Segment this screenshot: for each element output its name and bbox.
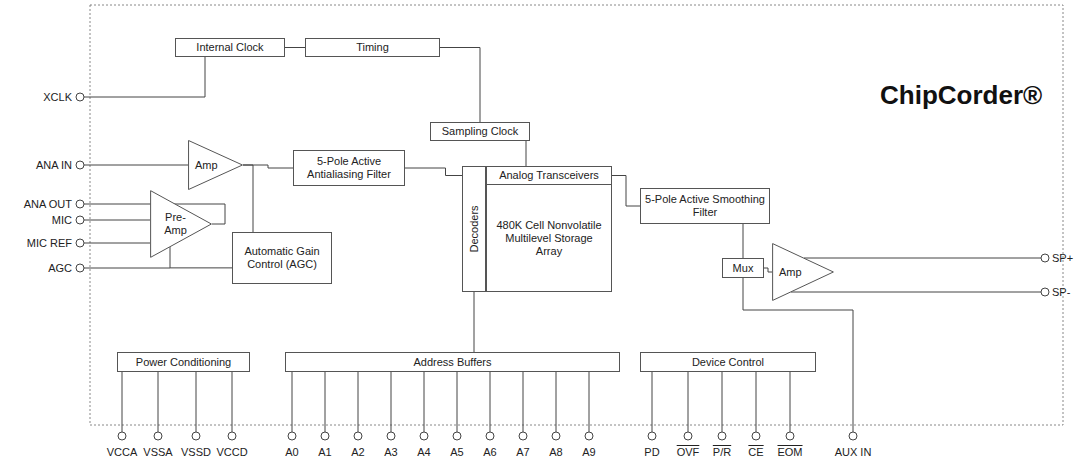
signal-line — [285, 47, 305, 48]
signal-line — [440, 48, 480, 123]
timing-box: Timing — [305, 38, 440, 57]
pin-name: A7 — [516, 446, 529, 459]
node-text: Address Buffers — [413, 356, 491, 369]
decoder-box: Decoders — [462, 166, 486, 292]
storage-array: 480K Cell Nonvolatile Multilevel Storage… — [486, 184, 612, 292]
pin-name: XCLK — [43, 91, 72, 104]
filter-box: 5-Pole Active Smoothing Filter — [640, 188, 770, 224]
pin-name: SP+ — [1052, 252, 1073, 265]
signal-line — [474, 292, 475, 352]
buffer-box: Address Buffers — [285, 352, 620, 372]
pin-name: A4 — [417, 446, 430, 459]
signal-line — [243, 165, 253, 232]
pin-name: A2 — [351, 446, 364, 459]
node-text: Automatic Gain Control (AGC) — [237, 245, 327, 271]
pin-name: VSSD — [181, 446, 211, 459]
pin-name: ANA OUT — [24, 198, 72, 211]
node-text: Sampling Clock — [442, 125, 518, 138]
node-text: Amp — [779, 266, 802, 279]
pin-name: A0 — [285, 446, 298, 459]
mux-box: Mux — [722, 258, 764, 278]
pin-name: MIC — [52, 214, 72, 227]
pin-name: P/R — [713, 446, 731, 459]
node-text: Mux — [733, 262, 754, 275]
clock-box: Internal Clock — [175, 38, 285, 57]
node-text: Internal Clock — [196, 41, 263, 54]
pin-name: A6 — [483, 446, 496, 459]
pin-name: EOM — [777, 446, 802, 459]
signal-line — [612, 176, 640, 207]
transceiver-box: Analog Transceivers — [486, 166, 612, 185]
pin-name: MIC REF — [27, 237, 72, 250]
brand-logo: ChipCorder® — [880, 80, 1042, 110]
pin-name: A8 — [549, 446, 562, 459]
signal-line — [526, 141, 527, 166]
pin-name: ANA IN — [36, 159, 72, 172]
pin-name: CE — [748, 446, 763, 459]
node-text: Decoders — [468, 205, 481, 252]
pin-circles — [76, 93, 1049, 440]
amplifier: Amp — [188, 140, 243, 190]
node-text: 5-Pole Active Smoothing Filter — [645, 193, 765, 219]
filter-box: 5-Pole Active Antialiasing Filter — [293, 150, 405, 186]
signal-line — [743, 224, 744, 258]
node-text: Pre-Amp — [157, 211, 194, 237]
pin-name: VSSA — [143, 446, 172, 459]
pin-name: A3 — [384, 446, 397, 459]
chip-outline — [90, 5, 1063, 425]
pin-name: AUX IN — [835, 446, 872, 459]
control-box: Device Control — [640, 352, 816, 372]
pin-name: VCCA — [107, 446, 138, 459]
signal-line — [764, 268, 772, 272]
pin-name: A9 — [582, 446, 595, 459]
pin-name: OVF — [677, 446, 700, 459]
node-text: Timing — [356, 41, 389, 54]
signal-line — [170, 247, 232, 268]
node-text: 480K Cell Nonvolatile Multilevel Storage… — [491, 219, 607, 258]
agc-box: Automatic Gain Control (AGC) — [232, 232, 332, 284]
pin-name: A1 — [318, 446, 331, 459]
node-text: Power Conditioning — [136, 356, 231, 369]
amplifier: Amp — [772, 243, 834, 301]
pin-name: A5 — [450, 446, 463, 459]
pin-name: SP- — [1052, 286, 1070, 299]
pin-name: PD — [644, 446, 659, 459]
node-text: Analog Transceivers — [499, 169, 599, 182]
clock-box: Sampling Clock — [430, 122, 530, 141]
power-box: Power Conditioning — [117, 352, 250, 372]
node-text: Amp — [195, 159, 218, 172]
preamplifier: Pre-Amp — [150, 190, 212, 258]
pin-name: VCCD — [216, 446, 247, 459]
pin-wires — [84, 56, 1041, 432]
node-text: Device Control — [692, 356, 764, 369]
node-text: 5-Pole Active Antialiasing Filter — [298, 155, 400, 181]
pin-name: AGC — [48, 262, 72, 275]
